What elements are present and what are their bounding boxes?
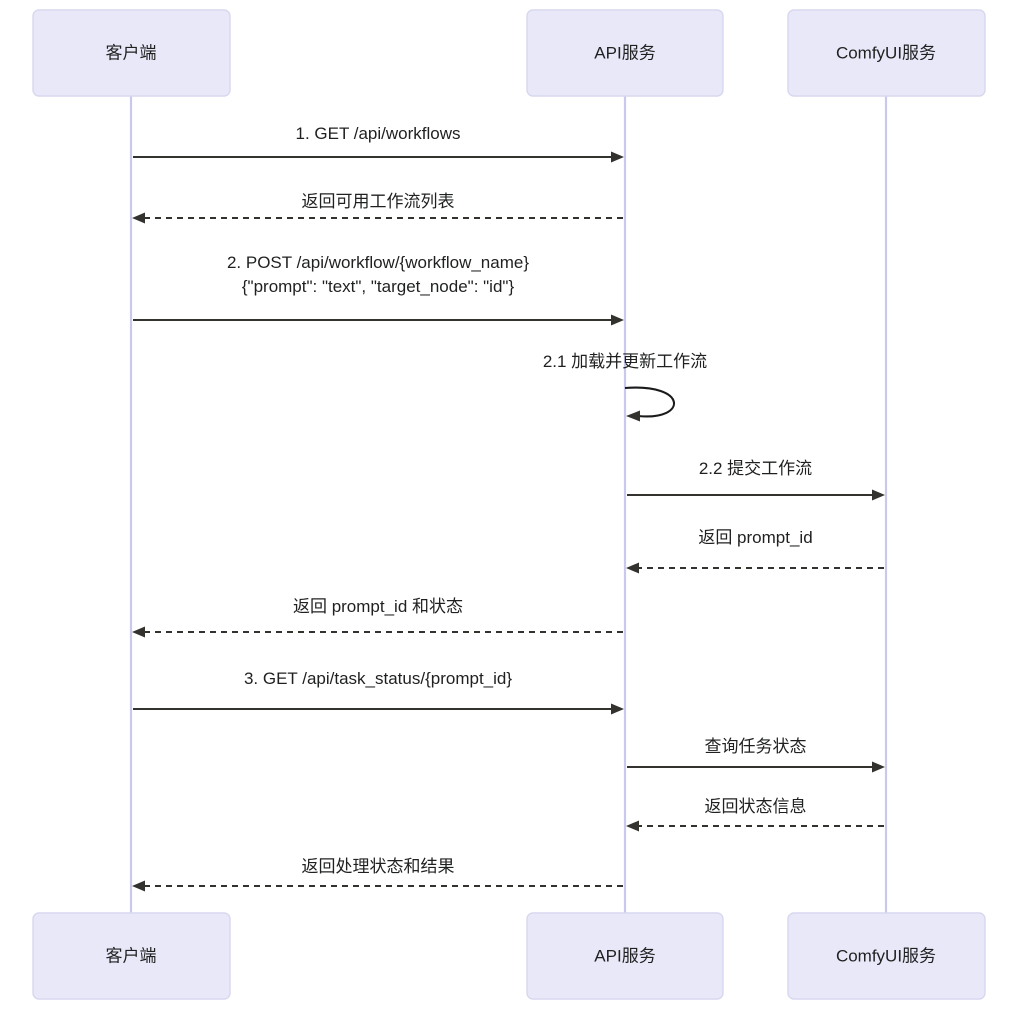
message-1[interactable]: 1. GET /api/workflows: [133, 124, 624, 163]
message-label: 返回 prompt_id 和状态: [293, 597, 463, 616]
actor-label-api: API服务: [594, 43, 655, 62]
arrow-head-right: [611, 151, 624, 163]
message-4[interactable]: 2.1 加载并更新工作流: [543, 352, 707, 422]
actor-box-comfyui: [787, 9, 986, 97]
arrow-head-left: [626, 410, 640, 422]
messages-layer: 1. GET /api/workflows 返回可用工作流列表 2. POST /a…: [132, 124, 885, 892]
message-7[interactable]: 返回 prompt_id 和状态: [132, 597, 623, 638]
actor-api-top[interactable]: API服务: [526, 9, 724, 97]
message-label: 2. POST /api/workflow/{workflow_name}: [227, 253, 529, 272]
message-2[interactable]: 返回可用工作流列表: [132, 192, 623, 224]
message-8[interactable]: 3. GET /api/task_status/{prompt_id}: [133, 669, 624, 715]
actors-top-layer: 客户端 API服务 ComfyUI服务: [32, 9, 986, 97]
message-11[interactable]: 返回处理状态和结果: [132, 857, 623, 892]
message-loop-path: [624, 386, 676, 418]
message-label: 2.1 加载并更新工作流: [543, 352, 707, 371]
message-3[interactable]: 2. POST /api/workflow/{workflow_name} {"p…: [133, 253, 624, 326]
actor-box-api: [526, 912, 724, 1000]
actor-api-bottom[interactable]: API服务: [526, 912, 724, 1000]
message-5[interactable]: 2.2 提交工作流: [627, 459, 885, 501]
lifelines-layer: [129, 96, 888, 913]
arrow-head-left: [626, 562, 639, 574]
actors-bottom-layer: 客户端 API服务 ComfyUI服务: [32, 912, 986, 1000]
arrow-head-right: [872, 489, 885, 501]
message-label: 1. GET /api/workflows: [295, 124, 460, 143]
message-label: 返回可用工作流列表: [302, 192, 455, 211]
actor-box-comfyui: [787, 912, 986, 1000]
actor-box-api: [526, 9, 724, 97]
actor-box-client: [32, 9, 231, 97]
message-9[interactable]: 查询任务状态: [627, 737, 885, 773]
arrow-head-right: [611, 703, 624, 715]
actor-client-top[interactable]: 客户端: [32, 9, 231, 97]
arrow-head-left: [132, 880, 145, 892]
message-6[interactable]: 返回 prompt_id: [626, 528, 884, 574]
message-label: 返回 prompt_id: [698, 528, 812, 547]
actor-label-comfyui: ComfyUI服务: [836, 946, 936, 965]
actor-label-client: 客户端: [106, 43, 157, 62]
actor-comfyui-top[interactable]: ComfyUI服务: [787, 9, 986, 97]
arrow-head-left: [626, 820, 639, 832]
message-label: 返回处理状态和结果: [302, 857, 455, 876]
actor-comfyui-bottom[interactable]: ComfyUI服务: [787, 912, 986, 1000]
message-label: 查询任务状态: [705, 737, 807, 756]
arrow-head-left: [132, 212, 145, 224]
arrow-head-right: [872, 761, 885, 773]
message-label: 2.2 提交工作流: [699, 459, 812, 478]
message-10[interactable]: 返回状态信息: [626, 797, 884, 832]
actor-client-bottom[interactable]: 客户端: [32, 912, 231, 1000]
arrow-head-right: [611, 314, 624, 326]
actor-label-api: API服务: [594, 946, 655, 965]
actor-box-client: [32, 912, 231, 1000]
actor-label-comfyui: ComfyUI服务: [836, 43, 936, 62]
message-label-line2: {"prompt": "text", "target_node": "id"}: [242, 277, 515, 296]
message-label: 返回状态信息: [705, 797, 807, 816]
message-label: 3. GET /api/task_status/{prompt_id}: [244, 669, 512, 688]
actor-label-client: 客户端: [106, 946, 157, 965]
arrow-head-left: [132, 626, 145, 638]
